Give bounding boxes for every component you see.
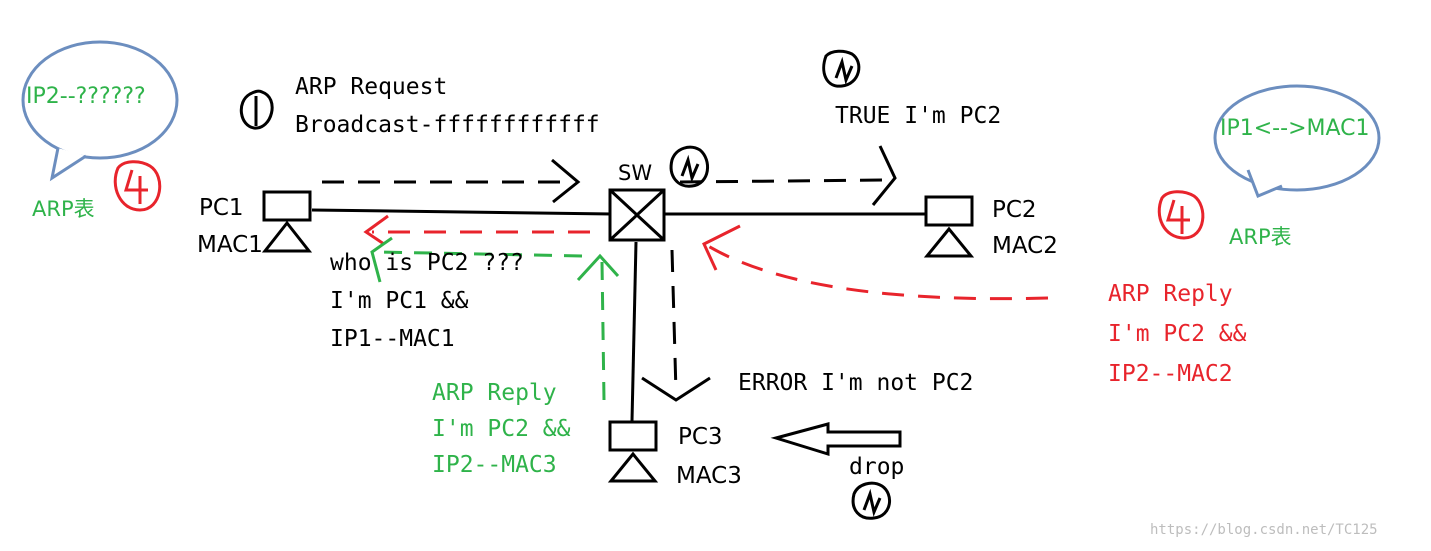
broadcast-label: Broadcast-ffffffffffff <box>295 112 600 138</box>
left-bubble-tail <box>49 147 87 182</box>
error-label: ERROR I'm not PC2 <box>738 370 974 396</box>
broadcast-arrow-pc1-to-sw <box>322 158 581 204</box>
red-reply-arrow-sw-to-pc1 <box>363 214 590 246</box>
im-pc1-label: I'm PC1 && <box>330 288 469 314</box>
watermark: https://blog.csdn.net/TC125 <box>1150 522 1378 538</box>
pc3-label: PC3 <box>678 424 723 450</box>
network-links <box>311 208 925 422</box>
green-reply-line-1: ARP Reply <box>432 380 557 406</box>
green-reply-arrow-pc3-to-sw <box>576 253 620 401</box>
arp-request-label: ARP Request <box>295 74 448 100</box>
mac2-label: MAC2 <box>992 233 1058 259</box>
true-reply-label: TRUE I'm PC2 <box>835 103 1002 129</box>
step-2-marker-icon <box>822 49 861 88</box>
step-3b-marker-icon <box>851 481 891 520</box>
arp-table-right-label: ARP表 <box>1229 225 1292 249</box>
step-3-marker-icon <box>669 145 709 188</box>
right-speech-bubble <box>1213 84 1381 192</box>
drop-label: drop <box>849 454 905 480</box>
who-is-label: who is PC2 ??? <box>330 250 524 276</box>
step-1-marker-icon <box>239 89 274 130</box>
ip1-mac1-label: IP1--MAC1 <box>330 326 455 352</box>
step-4-right-marker-icon <box>1157 190 1205 240</box>
red-reply-line-1: ARP Reply <box>1108 281 1233 307</box>
red-reply-line-2: I'm PC2 && <box>1108 321 1247 347</box>
mac1-label: MAC1 <box>197 232 263 258</box>
green-reply-line-3: IP2--MAC3 <box>432 452 557 478</box>
arp-table-left-label: ARP表 <box>32 197 95 221</box>
pc1-label: PC1 <box>199 195 244 221</box>
right-bubble-tail <box>1246 169 1283 198</box>
step-4-left-marker-icon <box>113 160 162 212</box>
forward-arrow-sw-to-pc3 <box>641 249 711 402</box>
forward-arrow-sw-to-pc2 <box>679 145 897 206</box>
mac3-label: MAC3 <box>676 463 742 489</box>
green-reply-arrow-sw-to-pc1 <box>370 236 583 283</box>
red-reply-line-3: IP2--MAC2 <box>1108 361 1233 387</box>
switch-label: SW <box>618 161 653 185</box>
pc1-icon <box>261 190 313 253</box>
pc2-label: PC2 <box>992 197 1037 223</box>
left-bubble-text: IP2--?????? <box>26 84 146 109</box>
pc2-icon <box>923 195 975 258</box>
switch-icon <box>608 188 666 242</box>
pc3-icon <box>607 420 659 483</box>
red-reply-arrow-pc2-to-sw <box>702 224 1049 301</box>
drop-arrow-icon <box>770 422 902 457</box>
right-bubble-text: IP1<-->MAC1 <box>1220 116 1370 141</box>
green-reply-line-2: I'm PC2 && <box>432 416 571 442</box>
left-speech-bubble <box>21 40 179 160</box>
